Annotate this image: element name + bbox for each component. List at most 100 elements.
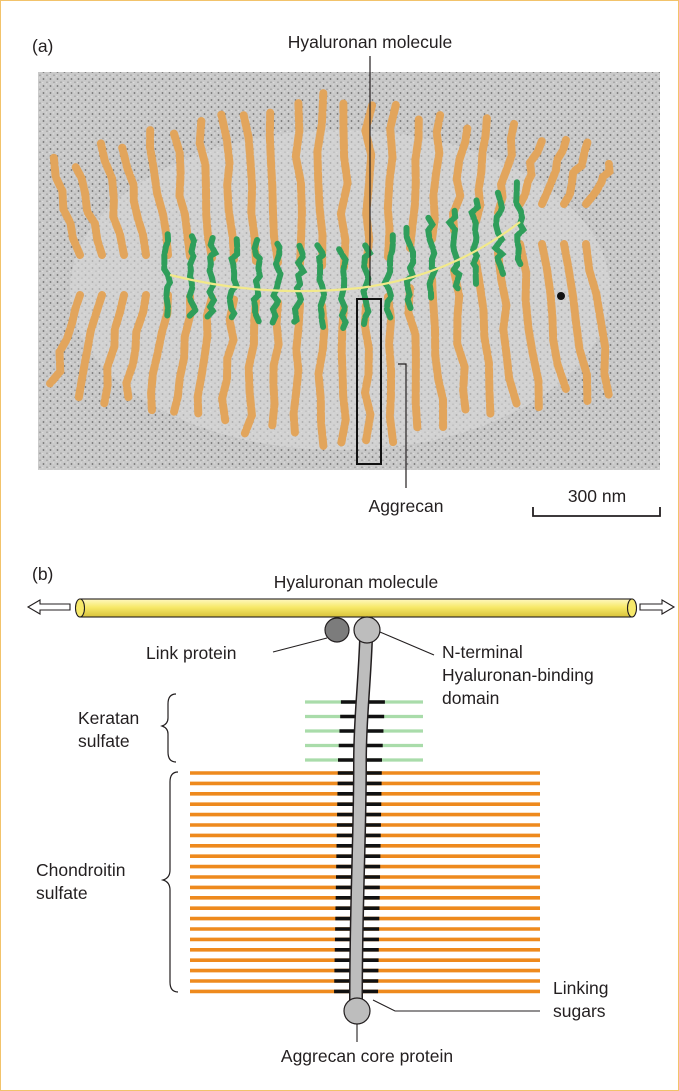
micrograph-green-down <box>291 281 305 325</box>
link-protein-label: Link protein <box>146 643 236 663</box>
micrograph-green-down <box>469 238 481 287</box>
link-protein-shape <box>324 617 350 643</box>
micrograph-green-up <box>403 224 417 271</box>
micrograph-chain-up <box>195 117 216 262</box>
micrograph-chain-down <box>494 248 521 409</box>
micrograph-green-down <box>360 282 372 327</box>
micrograph-chain-up <box>361 101 377 270</box>
keratan-label-1: Keratan <box>78 708 139 728</box>
keratan-brace <box>160 693 177 763</box>
micrograph-chain-up <box>516 137 546 208</box>
micrograph-green-up <box>272 240 284 286</box>
panel-a-title: Hyaluronan molecule <box>288 32 452 52</box>
micrograph-green-down <box>250 278 262 325</box>
micrograph-chain-up <box>313 89 328 270</box>
micrograph-green-up <box>294 242 308 288</box>
micrograph-keratan-chains <box>161 179 528 331</box>
scale-bar-label: 300 nm <box>568 486 626 506</box>
n-terminal-label-3: domain <box>442 688 499 708</box>
micrograph-chain-down <box>428 275 448 431</box>
micrograph-green-up <box>228 236 241 283</box>
micrograph-green-down <box>269 279 283 327</box>
micrograph-chain-down <box>74 291 106 402</box>
micrograph-chain-down <box>472 257 495 421</box>
micrograph-chain-down <box>582 240 614 401</box>
micrograph-hyaluronan-strand <box>169 221 521 293</box>
micrograph-green-up <box>161 231 172 278</box>
micrograph-green-up <box>492 189 506 236</box>
left-arrow-icon <box>26 599 71 615</box>
micrograph-chondroitin-chains <box>46 89 614 451</box>
micrograph-chain-up <box>291 99 306 269</box>
micrograph-dot <box>557 292 565 300</box>
micrograph-chain-down <box>516 240 543 412</box>
micrograph-green-up <box>336 246 349 291</box>
micrograph-chain-down <box>268 298 283 430</box>
micrograph-green-down <box>491 229 507 277</box>
micrograph-chain-up <box>70 161 106 259</box>
micrograph-chain-down <box>100 291 128 408</box>
micrograph-chain-down <box>218 295 238 425</box>
micrograph-chain-up <box>265 108 282 267</box>
micrograph-chain-up <box>239 111 260 266</box>
panel-a-label: (a) <box>32 36 53 56</box>
hyaluronan-rod <box>74 598 638 618</box>
aggrecan-leader-line <box>398 363 407 488</box>
chondroitin-label-1: Chondroitin <box>36 860 126 880</box>
micrograph-green-down <box>163 272 174 319</box>
micrograph-chain-up <box>170 129 194 261</box>
micrograph-chain-up <box>118 143 150 259</box>
micrograph-green-up <box>468 196 482 245</box>
micrograph-chain-up <box>428 111 445 244</box>
micrograph-green-down <box>426 256 439 301</box>
right-arrow-icon <box>639 599 676 615</box>
chondroitin-brace <box>160 771 179 993</box>
micrograph-green-up <box>313 241 328 289</box>
micrograph-chain-down <box>404 284 422 432</box>
micrograph-chain-up <box>383 98 401 261</box>
micrograph-green-up <box>445 207 459 254</box>
micrograph-chain-up <box>49 153 84 259</box>
link-protein-leader <box>272 637 328 653</box>
chondroitin-label-2: sulfate <box>36 883 88 903</box>
micrograph <box>38 72 660 470</box>
micrograph-green-up <box>425 214 438 263</box>
keratan-label-2: sulfate <box>78 731 130 751</box>
micrograph-chain-up <box>217 110 238 264</box>
micrograph-green-down <box>337 284 349 331</box>
micrograph-chain-up <box>336 97 352 272</box>
panel-b-label: (b) <box>32 564 53 584</box>
linking-sugars-label-2: sugars <box>553 1001 606 1021</box>
micrograph-green-down <box>226 276 240 321</box>
micrograph-green-up <box>385 232 396 280</box>
micrograph-green-down <box>514 221 528 268</box>
micrograph-chain-up <box>406 114 423 252</box>
micrograph-chain-down <box>450 266 470 416</box>
micrograph-chain-down <box>538 240 570 393</box>
n-terminal-label-2: Hyaluronan-binding <box>442 665 594 685</box>
micrograph-chain-down <box>240 297 260 438</box>
linking-sugars-leader <box>372 999 540 1012</box>
aggrecan-core-protein <box>343 616 381 1025</box>
aggrecan-highlight-box <box>356 298 382 465</box>
micrograph-green-up <box>251 237 264 285</box>
micrograph-chain-down <box>289 300 304 438</box>
micrograph-chain-up <box>538 134 571 208</box>
micrograph-green-down <box>317 282 328 330</box>
micrograph-green-down <box>449 247 463 292</box>
micrograph-green-down <box>381 273 395 321</box>
micrograph-chain-down <box>46 291 84 388</box>
micrograph-chain-down <box>560 240 592 405</box>
micrograph-chain-up <box>494 119 518 217</box>
n-terminal-leader <box>379 631 435 656</box>
micrograph-green-down <box>186 273 200 319</box>
micrograph-chain-up <box>96 139 128 259</box>
core-protein-label: Aggrecan core protein <box>281 1046 453 1066</box>
micrograph-green-up <box>512 179 526 227</box>
scale-bar: 300 nm <box>532 486 661 517</box>
aggrecan-label: Aggrecan <box>369 496 444 516</box>
micrograph-green-up <box>206 234 220 281</box>
micrograph-chain-up <box>582 159 614 208</box>
micrograph-chain-up <box>560 138 592 208</box>
